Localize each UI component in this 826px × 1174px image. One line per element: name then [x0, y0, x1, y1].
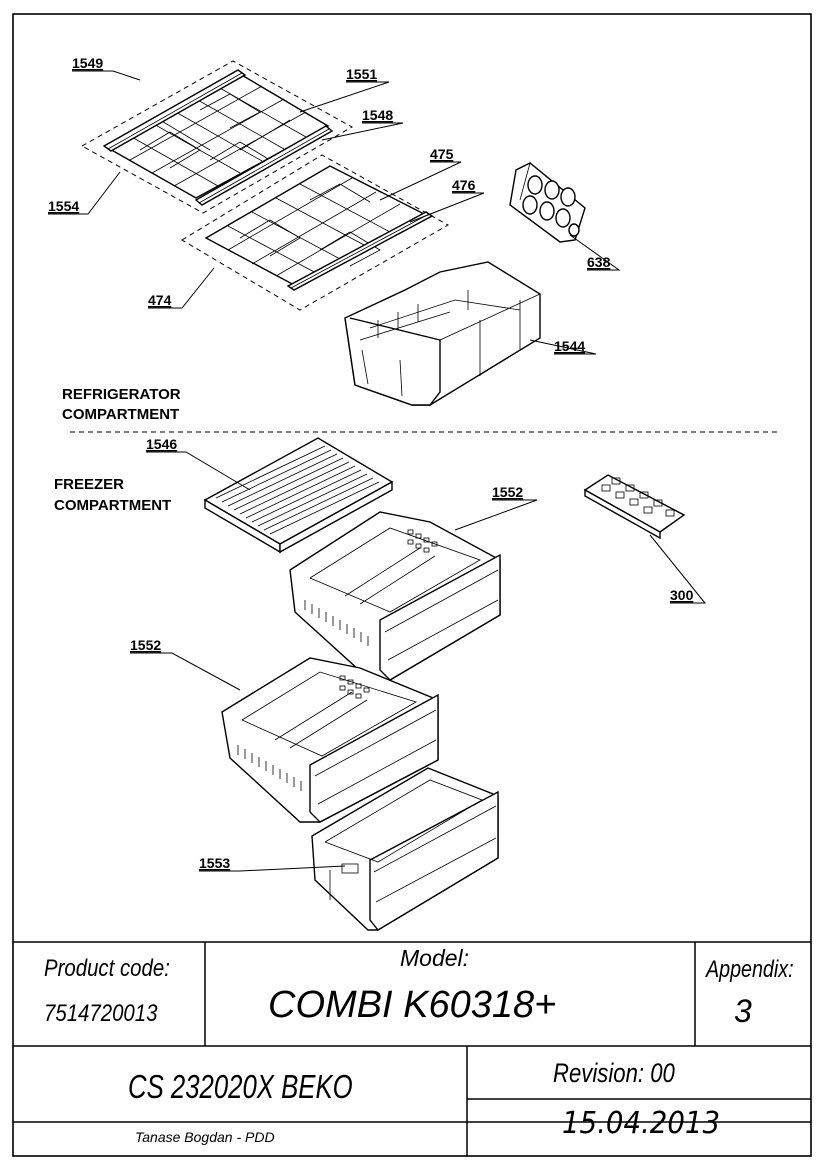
ice-tray-300: [583, 474, 686, 540]
callout-638: 638: [587, 254, 611, 270]
author: Tanase Bogdan - PDD: [135, 1129, 275, 1145]
glass-shelf-475: [181, 154, 450, 311]
callout-476: 476: [452, 177, 476, 193]
model-label: Model:: [400, 945, 470, 971]
crisper-drawer-1544: [344, 261, 541, 406]
callout-474: 474: [148, 292, 172, 308]
freezer-shelf-1546: [203, 437, 394, 554]
appendix-value: 3: [734, 993, 752, 1029]
freezer-label-line1: FREEZER: [54, 476, 124, 493]
date: 15.04.2013: [562, 1106, 721, 1141]
product-code-label: Product code:: [44, 955, 170, 982]
egg-tray-638: [509, 162, 586, 243]
callout-1546: 1546: [146, 436, 177, 452]
refrigerator-label-line1: REFRIGERATOR: [62, 386, 181, 403]
cs-code: CS 232020X BEKO: [128, 1068, 353, 1105]
callout-475: 475: [430, 146, 454, 162]
callout-1553: 1553: [199, 855, 230, 871]
callout-300: 300: [670, 587, 694, 603]
revision: Revision: 00: [553, 1058, 675, 1088]
callout-1544: 1544: [554, 338, 585, 354]
appendix-label: Appendix:: [706, 956, 794, 983]
freezer-drawer-1552-upper: [289, 511, 501, 681]
refrigerator-label-line2: COMPARTMENT: [62, 406, 179, 423]
model-value: COMBI K60318+: [268, 984, 557, 1026]
callout-1548: 1548: [362, 107, 393, 123]
callout-1551: 1551: [346, 66, 377, 82]
callout-1554: 1554: [48, 198, 79, 214]
glass-shelf-1551: [80, 60, 354, 214]
freezer-drawer-1552-lower: [221, 657, 439, 823]
callout-1552-lower: 1552: [130, 637, 161, 653]
leader-lines: [48, 70, 707, 872]
title-block-grid: [13, 941, 811, 1156]
callout-1552-upper: 1552: [492, 484, 523, 500]
freezer-drawer-1553: [311, 767, 499, 931]
product-code-value: 7514720013: [44, 1000, 158, 1027]
freezer-label-line2: COMPARTMENT: [54, 497, 171, 514]
page-border: [12, 13, 812, 1157]
callout-1549: 1549: [72, 55, 103, 71]
